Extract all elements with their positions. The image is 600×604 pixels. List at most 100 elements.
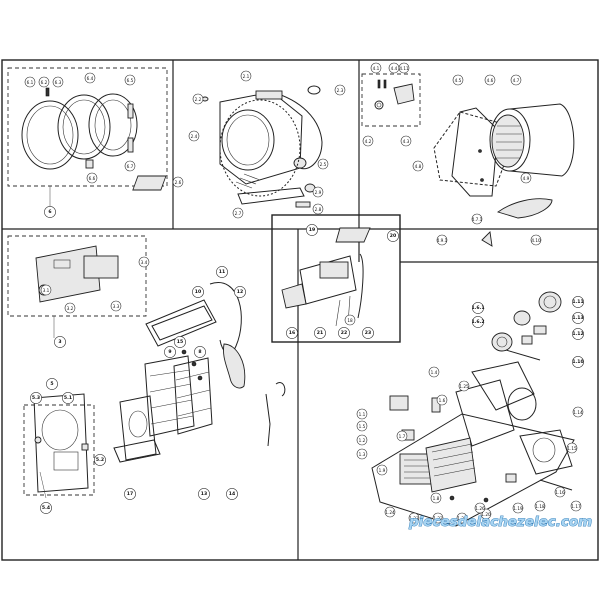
part-callout-8: 8 — [194, 346, 206, 358]
callout-bubble — [192, 93, 204, 105]
callout-label: 1.22 — [433, 516, 443, 521]
callout-bubble — [458, 380, 470, 392]
callout-label: 2.9 — [315, 190, 322, 195]
callout-label: 1.6.2 — [471, 319, 484, 325]
callout-bubble — [164, 346, 176, 358]
part-callout-6-6: 6.6 — [86, 172, 98, 184]
callout-bubble — [40, 284, 52, 296]
callout-label: 5.1 — [64, 395, 72, 401]
part-callout-4-9: 4.9 — [520, 172, 532, 184]
callout-label: 2.2 — [195, 97, 202, 102]
callout-label: 6 — [48, 209, 51, 215]
part-callout-2-2: 2.2 — [192, 93, 204, 105]
callout-label: 22 — [341, 330, 347, 336]
callout-label: 5.4 — [42, 505, 50, 511]
callout-bubble — [216, 266, 228, 278]
part-callout-2-5: 2.5 — [317, 158, 329, 170]
motor-assembly — [491, 291, 562, 361]
callout-label: 20 — [390, 233, 396, 239]
part-callout-1-25: 1.25 — [458, 380, 470, 392]
callout-bubble — [472, 302, 484, 314]
part-callout-6-4: 6.4 — [84, 72, 96, 84]
callout-bubble — [356, 408, 368, 420]
callout-bubble — [62, 392, 74, 404]
part-callout-15: 15 — [174, 336, 186, 348]
part-callout-16: 16 — [286, 327, 298, 339]
callout-bubble — [362, 135, 374, 147]
callout-bubble — [356, 448, 368, 460]
part-callout-3-2: 3.2 — [64, 302, 76, 314]
part-callout-1-5: 1.5 — [356, 420, 368, 432]
callout-bubble — [24, 76, 36, 88]
part-callout-1-22: 1.22 — [432, 512, 444, 524]
part-callout-4-5: 4.5 — [452, 74, 464, 86]
part-callout-5-2: 5.2 — [94, 454, 106, 466]
callout-bubble — [84, 72, 96, 84]
part-callout-1-10: 1.10 — [572, 356, 584, 368]
callout-label: 6.6 — [89, 176, 96, 181]
callout-bubble — [566, 442, 578, 454]
callout-label: 2.4 — [191, 134, 198, 139]
callout-label: 23 — [365, 330, 371, 336]
callout-bubble — [192, 286, 204, 298]
callout-bubble — [344, 314, 356, 326]
part-callout-1-18: 1.18 — [534, 500, 546, 512]
callout-label: 1.14 — [573, 410, 583, 415]
part-callout-1-11: 1.11 — [572, 296, 584, 308]
callout-bubble — [334, 84, 346, 96]
callout-label: 1.26 — [475, 506, 485, 511]
callout-bubble — [572, 356, 584, 368]
callout-label: 1.12 — [572, 331, 583, 337]
drum-assembly — [361, 73, 575, 247]
callout-bubble — [54, 336, 66, 348]
callout-label: 4.9.1 — [437, 238, 448, 243]
part-callout-2-6: 2.6 — [172, 176, 184, 188]
part-callout-1-23: 1.23 — [408, 512, 420, 524]
callout-label: 1.17 — [571, 504, 581, 509]
callout-bubble — [338, 327, 350, 339]
callout-label: 1.8 — [433, 496, 440, 501]
callout-bubble — [312, 186, 324, 198]
callout-label: 4.7.1 — [472, 217, 483, 222]
callout-label: 1.7 — [399, 434, 406, 439]
base-assembly — [371, 361, 575, 527]
callout-label: 4.5 — [455, 78, 462, 83]
part-callout-1-4: 1.4 — [428, 366, 440, 378]
callout-label: 4.9 — [523, 176, 530, 181]
callout-label: 4.11 — [399, 66, 409, 71]
part-callout-1-9: 1.9 — [376, 464, 388, 476]
part-callout-4-9-1: 4.9.1 — [436, 234, 448, 246]
callout-bubble — [554, 486, 566, 498]
callout-bubble — [472, 316, 484, 328]
callout-label: 1.5 — [359, 424, 366, 429]
callout-label: 2.6 — [175, 180, 182, 185]
part-callout-1-21: 1.21 — [456, 512, 468, 524]
part-callout-2-1: 2.1 — [240, 70, 252, 82]
callout-label: 5.3 — [32, 395, 40, 401]
part-callout-13: 13 — [198, 488, 210, 500]
callout-label: 2.8 — [315, 207, 322, 212]
callout-label: 1.24 — [385, 510, 395, 515]
callout-label: 2.3 — [337, 88, 344, 93]
part-callout-1-26: 1.26 — [474, 502, 486, 514]
callout-bubble — [534, 500, 546, 512]
callout-bubble — [376, 464, 388, 476]
callout-bubble — [436, 234, 448, 246]
callout-label: 6.3 — [55, 80, 62, 85]
callout-bubble — [471, 213, 483, 225]
callout-label: 2.1 — [243, 74, 250, 79]
callout-label: 1.21 — [457, 516, 467, 521]
callout-label: 1.15 — [567, 446, 577, 451]
callout-bubble — [286, 327, 298, 339]
callout-label: 21 — [317, 330, 323, 336]
callout-label: 5.2 — [96, 457, 104, 463]
callout-label: 4.7 — [513, 78, 520, 83]
callout-label: 4.2 — [365, 139, 372, 144]
callout-bubble — [484, 74, 496, 86]
callout-bubble — [572, 296, 584, 308]
part-callout-6: 6 — [44, 206, 56, 218]
callout-bubble — [124, 74, 136, 86]
callout-bubble — [317, 158, 329, 170]
